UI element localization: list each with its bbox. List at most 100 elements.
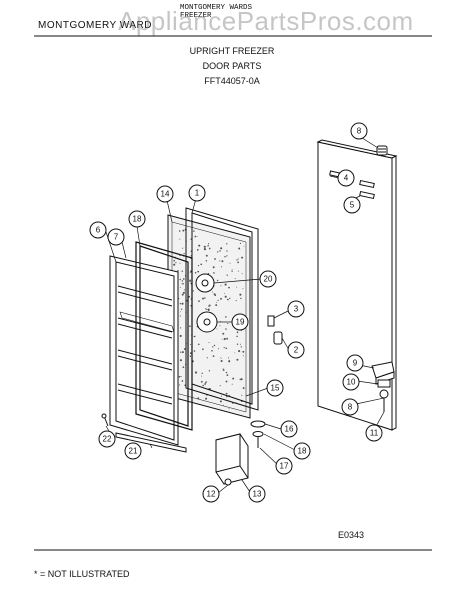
insulation-speckle [240, 297, 242, 300]
insulation-speckle [236, 335, 238, 338]
insulation-speckle [198, 300, 200, 302]
insulation-speckle [213, 272, 215, 274]
insulation-speckle [211, 350, 213, 352]
callout-19: 18 [128, 210, 146, 228]
insulation-speckle [197, 270, 200, 273]
title-line-3: FFT44057-0A [204, 76, 260, 86]
insulation-speckle [173, 263, 176, 266]
insulation-speckle [216, 279, 219, 282]
insulation-speckle [198, 343, 200, 346]
door-gasket [135, 241, 193, 431]
insulation-speckle [225, 347, 228, 350]
callout-5: 5 [343, 196, 361, 214]
insulation-speckle [241, 394, 243, 396]
insulation-speckle [213, 344, 216, 347]
insulation-speckle [219, 260, 221, 262]
insulation-speckle [179, 278, 181, 281]
insulation-speckle [190, 238, 192, 240]
insulation-speckle [224, 295, 227, 298]
insulation-speckle [222, 368, 224, 370]
insulation-speckle [226, 374, 229, 376]
insulation-speckle [208, 304, 211, 307]
insulation-speckle [211, 291, 213, 293]
insulation-speckle [189, 325, 191, 328]
lower-hinge-bracket [371, 361, 395, 412]
callout-12: 12 [202, 485, 220, 503]
callout-9: 9 [346, 354, 364, 372]
insulation-speckle [181, 280, 184, 282]
insulation-speckle [180, 351, 182, 353]
insulation-speckle [189, 280, 191, 283]
insulation-speckle [179, 238, 181, 240]
insulation-speckle [194, 235, 197, 238]
svg-text:6: 6 [96, 226, 101, 235]
insulation-speckle [222, 369, 225, 371]
svg-text:16: 16 [285, 425, 294, 434]
insulation-speckle [237, 332, 239, 334]
insulation-speckle [224, 292, 226, 294]
callout-2: 2 [287, 341, 305, 359]
svg-text:7: 7 [114, 233, 119, 242]
shelf-button-21 [195, 273, 215, 293]
insulation-speckle [227, 323, 229, 325]
insulation-speckle [179, 359, 182, 362]
insulation-speckle [219, 385, 221, 387]
insulation-speckle [236, 343, 239, 345]
callout-18: 18 [293, 442, 311, 460]
svg-text:9: 9 [353, 359, 358, 368]
callout-1: 1 [188, 184, 206, 202]
insulation-speckle [205, 397, 208, 400]
insulation-speckle [181, 270, 184, 272]
svg-text:22: 22 [103, 435, 112, 444]
insulation-speckle [234, 352, 236, 354]
insulation-speckle [234, 278, 236, 280]
svg-text:14: 14 [161, 190, 170, 199]
insulation-speckle [242, 288, 244, 290]
callout-10: 10 [342, 373, 360, 391]
insulation-speckle [226, 337, 229, 340]
insulation-speckle [197, 397, 200, 400]
callout-6: 6 [89, 221, 107, 239]
insulation-speckle [232, 377, 235, 380]
hinge-cover [215, 433, 249, 485]
insulation-speckle [219, 400, 222, 403]
insulation-speckle [206, 308, 208, 311]
insulation-speckle [205, 260, 208, 262]
svg-text:19: 19 [236, 318, 245, 327]
svg-text:20: 20 [264, 275, 273, 284]
insulation-speckle [219, 325, 221, 327]
svg-text:17: 17 [280, 462, 289, 471]
insulation-speckle [239, 242, 242, 245]
hinge-plug [376, 145, 388, 156]
insulation-speckle [231, 270, 233, 272]
insulation-speckle [231, 383, 233, 385]
insulation-speckle [226, 250, 228, 252]
insulation-speckle [193, 335, 196, 338]
callout-20: 19 [231, 313, 249, 331]
header-brand-small: MONTGOMERY WARDS [180, 4, 253, 12]
insulation-speckle [182, 247, 184, 249]
insulation-speckle [242, 387, 245, 390]
insulation-speckle [194, 371, 198, 374]
insulation-speckle [178, 230, 181, 232]
insulation-speckle [235, 300, 237, 302]
insulation-speckle [208, 370, 211, 372]
insulation-speckle [213, 293, 216, 296]
insulation-speckle [225, 371, 228, 374]
header-brand: MONTGOMERY WARD [38, 20, 152, 31]
insulation-speckle [181, 380, 184, 382]
insulation-speckle [237, 261, 240, 264]
insulation-speckle [226, 395, 228, 398]
insulation-speckle [219, 320, 221, 322]
insulation-speckle [179, 334, 182, 338]
insulation-speckle [217, 299, 219, 302]
insulation-speckle [223, 404, 224, 406]
svg-text:13: 13 [253, 490, 262, 499]
insulation-speckle [201, 372, 203, 374]
insulation-speckle [180, 375, 182, 377]
insulation-speckle [221, 339, 223, 340]
insulation-speckle [207, 245, 209, 247]
insulation-speckle [232, 402, 234, 404]
svg-text:11: 11 [370, 429, 379, 438]
svg-text:5: 5 [350, 201, 355, 210]
